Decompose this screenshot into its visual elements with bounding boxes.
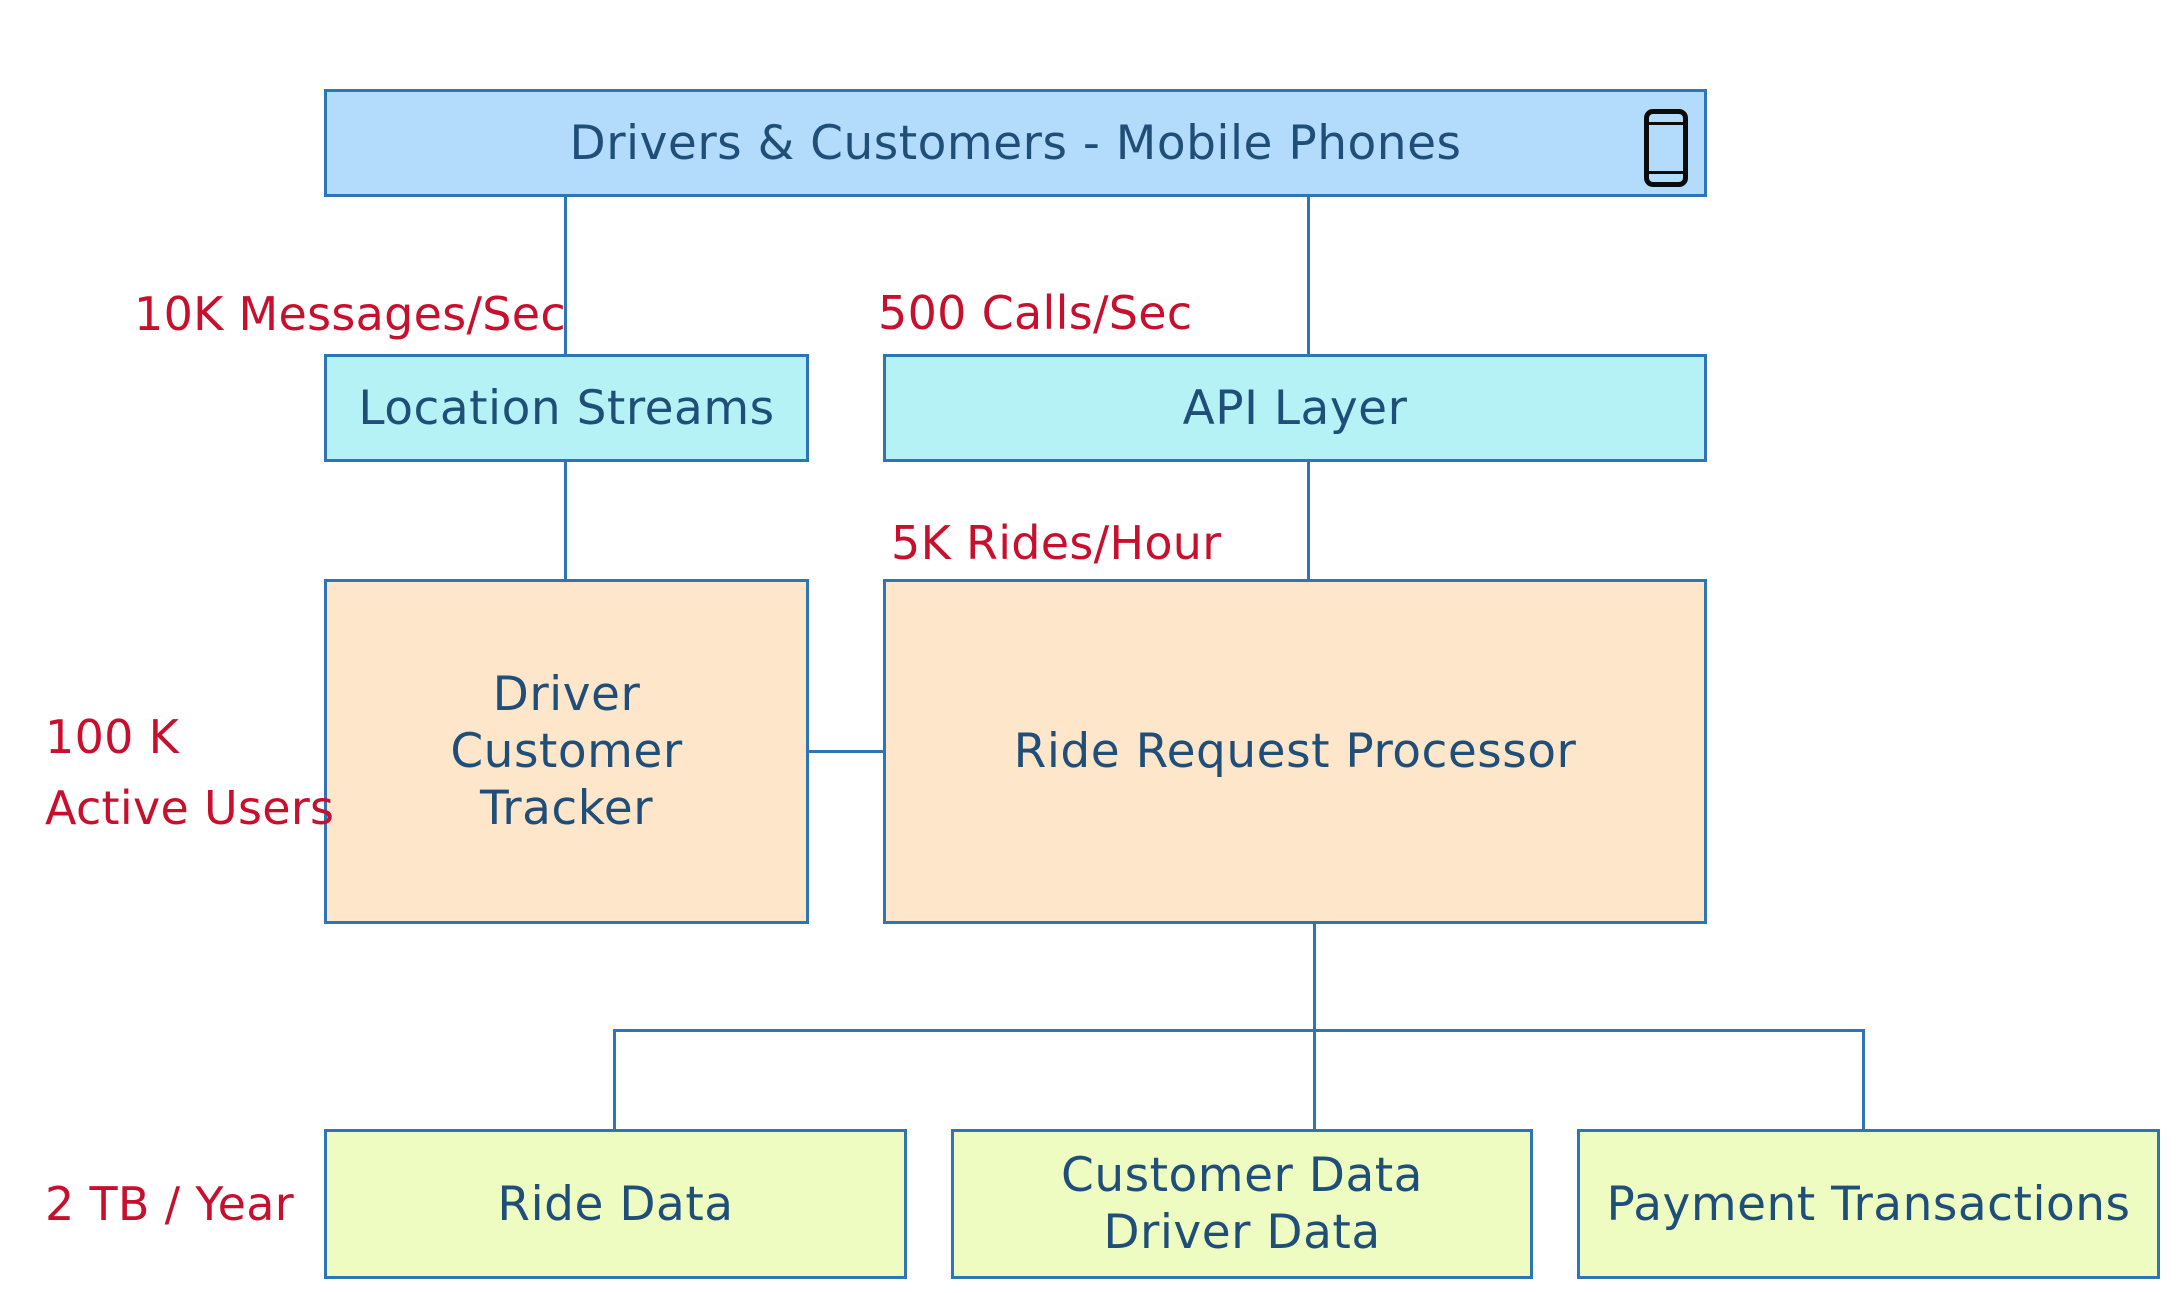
payment-transactions-label: Payment Transactions bbox=[1606, 1176, 2131, 1232]
active-users-label-annotation: Active Users bbox=[45, 781, 335, 835]
connector-bus-to-payment-transactions bbox=[1862, 1029, 1865, 1131]
connector-phones-to-api-layer bbox=[1307, 196, 1310, 356]
ride-request-processor-box: Ride Request Processor bbox=[883, 579, 1707, 924]
messages-rate-annotation: 10K Messages/Sec bbox=[134, 287, 566, 341]
mobile-phones-label: Drivers & Customers - Mobile Phones bbox=[569, 115, 1462, 171]
tracker-label-line-2: Customer bbox=[450, 724, 683, 779]
api-layer-label: API Layer bbox=[1182, 380, 1408, 436]
customer-driver-data-box: Customer Data Driver Data bbox=[951, 1129, 1533, 1279]
connector-tracker-to-processor bbox=[806, 750, 886, 753]
location-streams-label: Location Streams bbox=[358, 380, 775, 436]
connector-phones-to-location-streams bbox=[564, 196, 567, 356]
storage-rate-annotation: 2 TB / Year bbox=[45, 1177, 294, 1231]
ride-data-label: Ride Data bbox=[497, 1176, 734, 1232]
tracker-label-line-3: Tracker bbox=[479, 781, 654, 836]
payment-transactions-box: Payment Transactions bbox=[1577, 1129, 2160, 1279]
api-layer-box: API Layer bbox=[883, 354, 1707, 462]
tracker-label-line-1: Driver bbox=[492, 667, 641, 722]
connector-processor-to-storage-trunk bbox=[1313, 922, 1316, 1131]
connector-storage-bus bbox=[613, 1029, 1865, 1032]
mobile-phone-icon bbox=[1644, 109, 1688, 187]
connector-location-streams-to-tracker bbox=[564, 461, 567, 581]
calls-rate-annotation: 500 Calls/Sec bbox=[878, 286, 1193, 340]
customer-data-label: Customer Data bbox=[1061, 1148, 1423, 1203]
rides-rate-annotation: 5K Rides/Hour bbox=[891, 516, 1222, 570]
driver-customer-tracker-box: Driver Customer Tracker bbox=[324, 579, 809, 924]
connector-bus-to-ride-data bbox=[613, 1029, 616, 1131]
active-users-count-annotation: 100 K bbox=[45, 710, 180, 764]
mobile-phones-box: Drivers & Customers - Mobile Phones bbox=[324, 89, 1707, 197]
ride-data-box: Ride Data bbox=[324, 1129, 907, 1279]
connector-api-layer-to-processor bbox=[1307, 461, 1310, 581]
ride-request-processor-label: Ride Request Processor bbox=[1013, 724, 1577, 779]
driver-data-label: Driver Data bbox=[1103, 1205, 1381, 1260]
location-streams-box: Location Streams bbox=[324, 354, 809, 462]
